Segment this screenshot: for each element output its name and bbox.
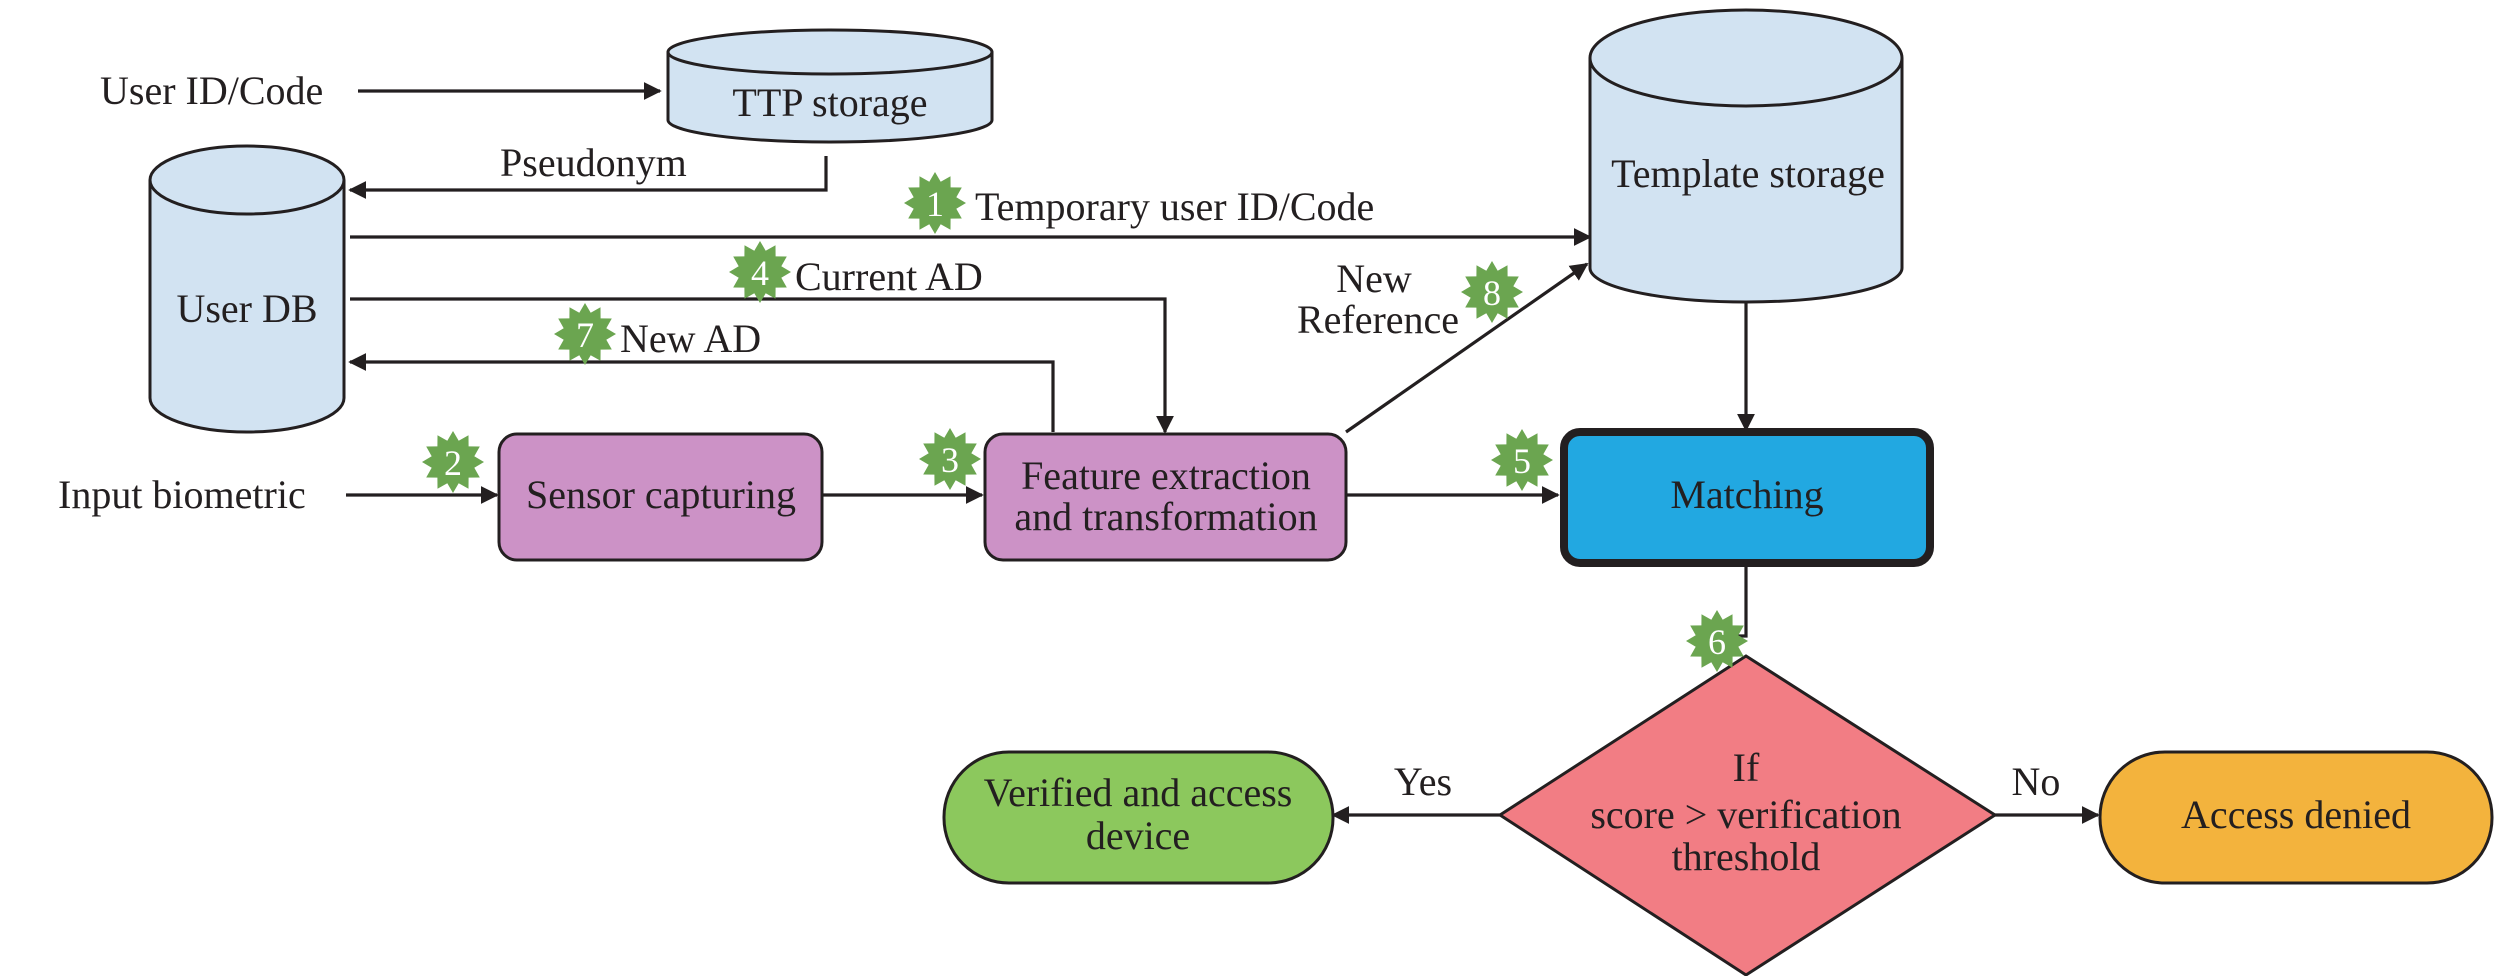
step-badge-2: 2 — [422, 431, 484, 493]
current-ad-label: Current AD — [795, 254, 983, 299]
step-badge-number: 4 — [751, 253, 769, 293]
step-badge-icon — [422, 431, 484, 493]
ttp-storage-node: TTP storage — [666, 28, 994, 144]
edge-ttp-to-userdb-pseudonym — [348, 156, 828, 199]
feature-extraction-label-line1: Feature extraction — [1021, 453, 1311, 498]
input-biometric-label: Input biometric — [58, 472, 306, 517]
step-badge-7: 7 — [554, 303, 616, 365]
decision-label-line3: threshold — [1672, 834, 1821, 879]
step-badge-icon — [1461, 261, 1523, 323]
step-badge-8: 8 — [1461, 261, 1523, 323]
step-badge-5: 5 — [1491, 429, 1553, 491]
ttp-storage-label: TTP storage — [732, 80, 927, 125]
matching-node: Matching — [1560, 428, 1934, 567]
access-denied-node: Access denied — [2098, 750, 2494, 885]
step-badge-number: 6 — [1708, 622, 1726, 662]
template-storage-label: Template storage — [1611, 151, 1885, 196]
verified-label-line2: device — [1086, 813, 1190, 858]
feature-extraction-node: Feature extraction and transformation — [983, 432, 1348, 562]
step-badge-icon — [1686, 610, 1748, 672]
user-db-node: User DB — [148, 144, 346, 434]
edge-userdb-to-feature-current-ad — [350, 297, 1174, 434]
step-badge-number: 3 — [941, 440, 959, 480]
verified-node: Verified and access device — [942, 750, 1335, 885]
step-badge-icon — [919, 428, 981, 490]
new-reference-label-line2: Reference — [1297, 297, 1459, 342]
access-denied-label: Access denied — [2181, 792, 2411, 837]
step-badge-3: 3 — [919, 428, 981, 490]
new-ad-label: New AD — [620, 316, 761, 361]
feature-extraction-label-line2: and transformation — [1014, 494, 1317, 539]
no-label: No — [2012, 759, 2061, 804]
edges — [346, 82, 2100, 824]
yes-label: Yes — [1394, 759, 1452, 804]
verified-label-line1: Verified and access — [984, 770, 1293, 815]
step-badge-icon — [554, 303, 616, 365]
step-badge-number: 5 — [1513, 441, 1531, 481]
step-badge-1: 1 — [904, 172, 966, 234]
step-badge-icon — [904, 172, 966, 234]
user-id-code-label: User ID/Code — [100, 68, 323, 113]
sensor-capturing-node: Sensor capturing — [497, 432, 824, 562]
decision-node: If score > verification threshold — [1497, 654, 1998, 976]
decision-label-line1: If — [1733, 745, 1760, 790]
step-badge-icon — [1491, 429, 1553, 491]
temporary-user-id-label: Temporary user ID/Code — [975, 184, 1374, 229]
step-badge-6: 6 — [1686, 610, 1748, 672]
step-badge-number: 1 — [926, 184, 944, 224]
edge-feature-to-userdb-new-ad — [348, 353, 1055, 432]
user-db-label: User DB — [176, 286, 317, 331]
step-badge-number: 2 — [444, 443, 462, 483]
pseudonym-label: Pseudonym — [500, 140, 687, 185]
sensor-capturing-label: Sensor capturing — [526, 472, 796, 517]
edge-feature-to-template-new-reference — [1345, 262, 1589, 434]
template-storage-node: Template storage — [1588, 8, 1904, 304]
step-badge-number: 7 — [576, 315, 594, 355]
matching-label: Matching — [1670, 472, 1823, 517]
step-badge-4: 4 — [729, 241, 791, 303]
decision-label-line2: score > verification — [1590, 792, 1901, 837]
step-badges: 1 2 3 4 5 6 7 8 — [422, 172, 1748, 672]
step-badge-number: 8 — [1483, 273, 1501, 313]
new-reference-label-line1: New — [1336, 256, 1412, 301]
edge-labels: User ID/Code Pseudonym Temporary user ID… — [58, 68, 2060, 804]
step-badge-icon — [729, 241, 791, 303]
